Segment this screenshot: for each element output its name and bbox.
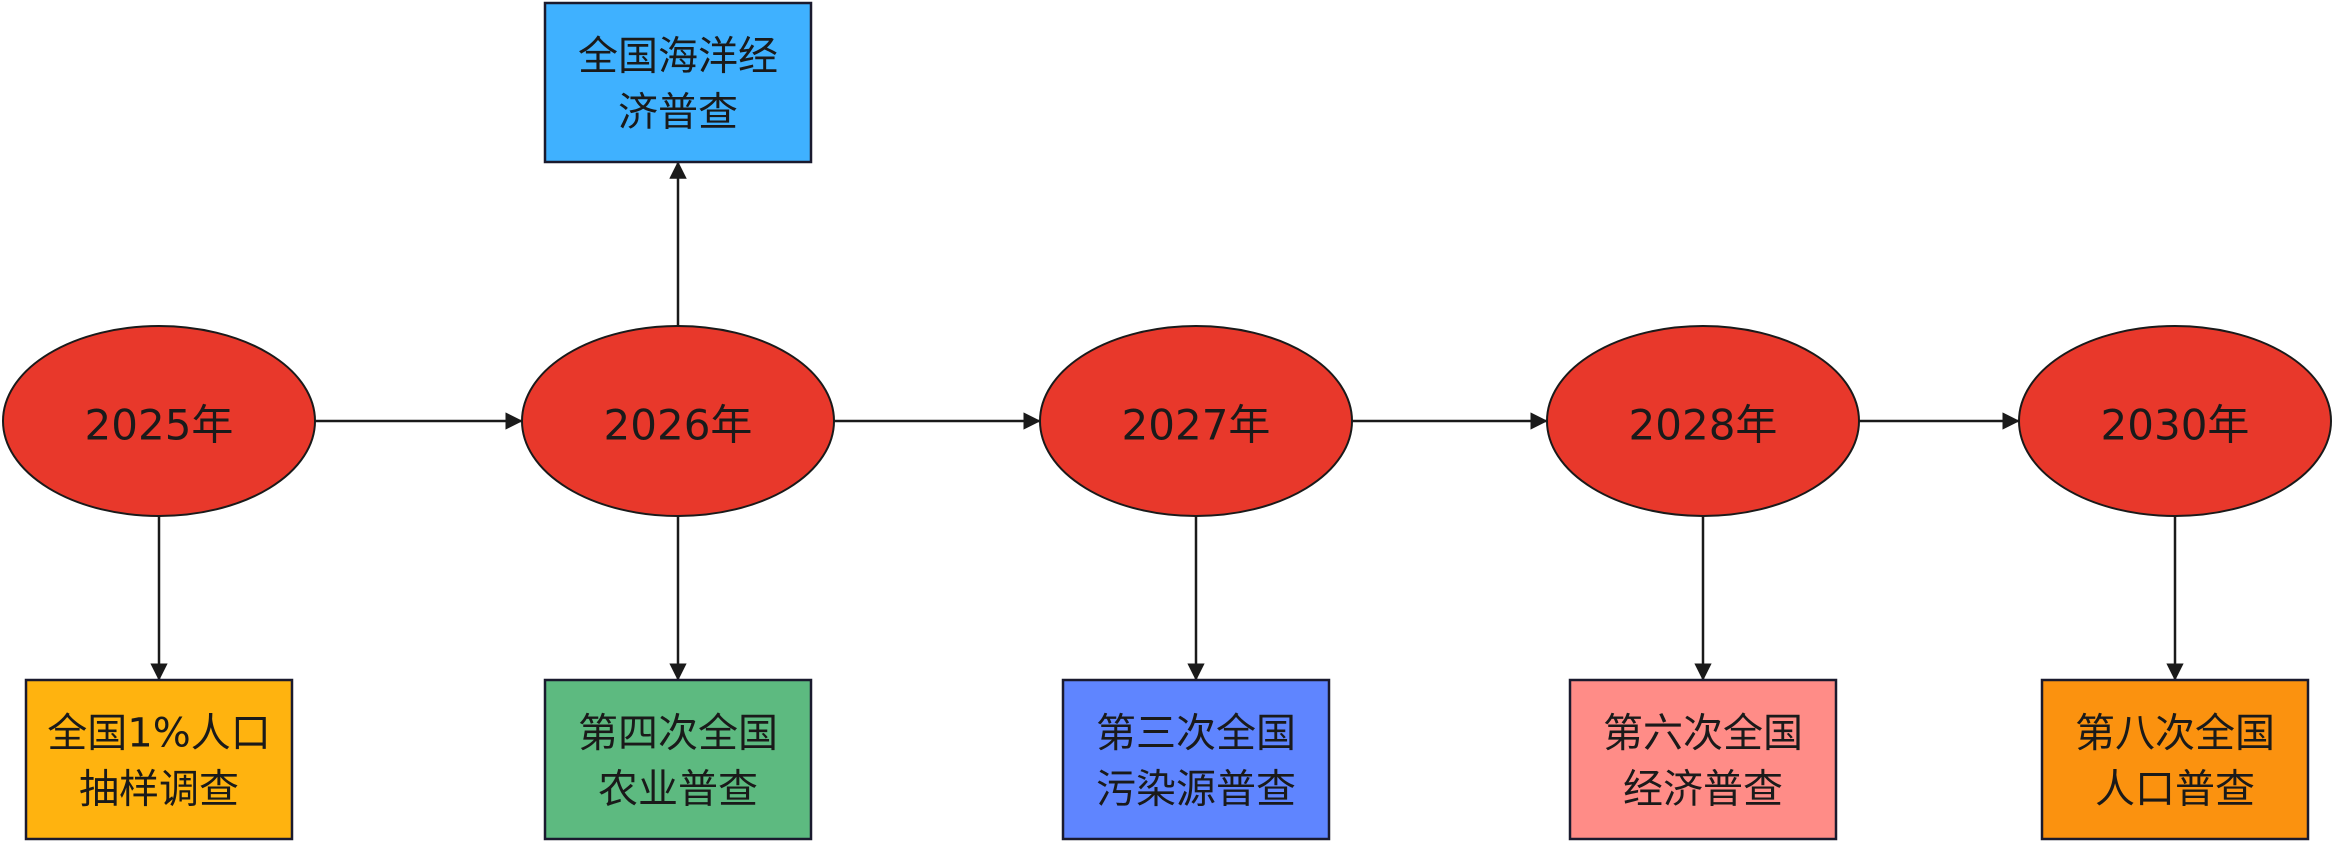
survey-label-line: 人口普查 <box>2095 767 2255 813</box>
survey-label-line: 第四次全国 <box>578 711 778 757</box>
year-ellipse <box>2018 325 2332 517</box>
survey-label-line: 济普查 <box>618 90 738 136</box>
survey-box-background <box>543 1 813 164</box>
year-label: 2030年 <box>2101 401 2250 450</box>
survey-label-line: 农业普查 <box>598 767 758 813</box>
survey-label-line: 全国1%人口 <box>47 711 270 757</box>
year-node-2027: 2027年 <box>1039 325 1353 517</box>
year-node-2026: 2026年 <box>521 325 835 517</box>
year-label: 2027年 <box>1122 401 1271 450</box>
survey-label-line: 全国海洋经 <box>578 34 778 80</box>
survey-label-line: 第三次全国 <box>1096 711 1296 757</box>
year-ellipse <box>1039 325 1353 517</box>
survey-label-line: 污染源普查 <box>1096 767 1296 813</box>
survey-label-line: 第八次全国 <box>2075 711 2275 757</box>
survey-label-line: 抽样调查 <box>79 767 239 813</box>
survey-box-background <box>543 678 813 841</box>
survey-label-line: 经济普查 <box>1623 767 1783 813</box>
year-label: 2025年 <box>85 401 234 450</box>
year-label: 2026年 <box>604 401 753 450</box>
survey-box-background <box>2040 678 2310 841</box>
survey-box-background <box>1061 678 1331 841</box>
year-ellipse <box>521 325 835 517</box>
year-node-2030: 2030年 <box>2018 325 2332 517</box>
year-node-2025: 2025年 <box>2 325 316 517</box>
year-ellipse <box>1546 325 1860 517</box>
survey-box-background <box>1568 678 1838 841</box>
year-label: 2028年 <box>1629 401 1778 450</box>
year-ellipse <box>2 325 316 517</box>
survey-label-line: 第六次全国 <box>1603 711 1803 757</box>
year-node-2028: 2028年 <box>1546 325 1860 517</box>
survey-box-background <box>24 678 294 841</box>
connectors <box>150 161 2184 681</box>
